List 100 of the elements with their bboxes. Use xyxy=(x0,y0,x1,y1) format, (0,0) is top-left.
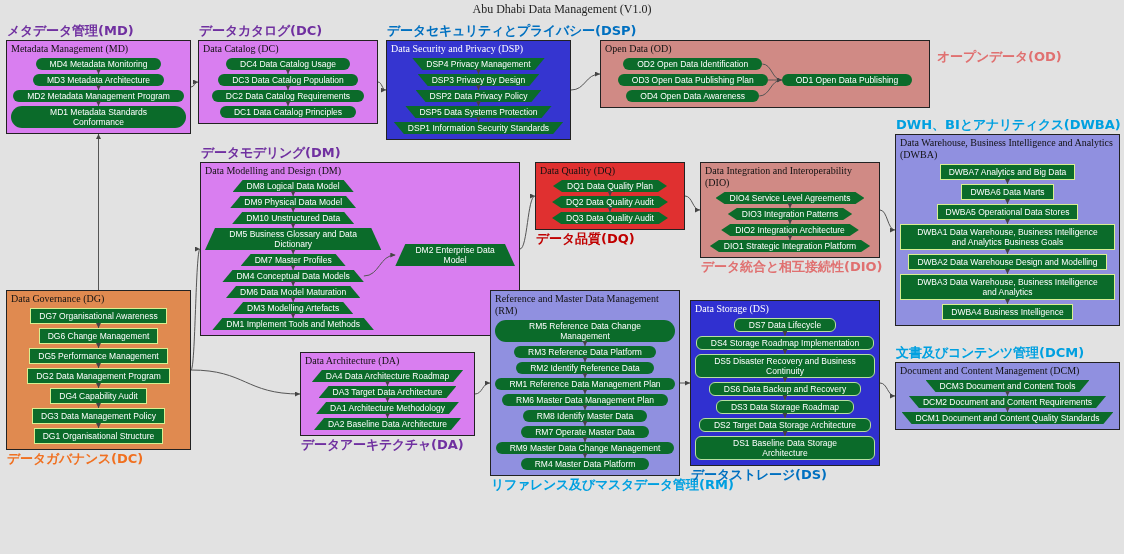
callout-label: データモデリング(DM) xyxy=(201,145,341,161)
rect-node: DG2 Data Management Program xyxy=(27,368,170,384)
parallelogram-node: DA2 Baseline Data Architecture xyxy=(313,418,462,430)
parallelogram-node: DA3 Target Data Architecture xyxy=(318,386,457,398)
group-title: Data Warehouse, Business Intelligence and Analytics (DWBA) xyxy=(900,137,1114,161)
arrow xyxy=(290,281,296,287)
arrow xyxy=(190,369,301,397)
arrow xyxy=(782,349,788,355)
rounded-node: DS5 Disaster Recovery and Business Continuity xyxy=(695,354,875,378)
inverted-trapezoid-node: DSP1 Information Security Standards xyxy=(393,122,564,134)
group-title: Open Data (OD) xyxy=(605,43,673,55)
inverted-trapezoid-node: DSP4 Privacy Management xyxy=(412,58,545,70)
trapezoid-node: DM9 Physical Data Model xyxy=(230,196,357,208)
arrow xyxy=(782,377,788,383)
arrow xyxy=(96,423,101,429)
callout-label: 文書及びコンテンツ管理(DCM) xyxy=(896,345,1085,361)
arrow xyxy=(476,69,481,75)
callout-label: メタデータ管理(MD) xyxy=(7,23,134,39)
rect-node: DG1 Organisational Structure xyxy=(33,428,164,444)
arrow xyxy=(582,373,588,379)
arrow xyxy=(782,395,788,401)
rect-node: DWBA3 Data Warehouse, Business Intelligence and Analytics xyxy=(900,274,1115,300)
parallelogram-node: DA1 Architecture Methodology xyxy=(316,402,459,414)
diagram-title: Abu Dhabi Data Management (V1.0) xyxy=(471,2,653,16)
trapezoid-node: DM1 Implement Tools and Methods xyxy=(212,318,374,330)
arrow xyxy=(879,382,896,398)
arrow xyxy=(684,195,701,212)
trapezoid-node: DM8 Logical Data Model xyxy=(232,180,354,192)
trapezoid-node: DM4 Conceptual Data Models xyxy=(222,270,364,282)
arrow xyxy=(1005,219,1010,225)
rounded-node: DS6 Data Backup and Recovery xyxy=(708,382,862,396)
trapezoid-node: DM5 Business Glossary and Data Dictionary xyxy=(205,228,382,250)
inverted-trapezoid-node: DCM3 Document and Content Tools xyxy=(925,380,1090,392)
arrow xyxy=(582,453,588,459)
group-title: Data Storage (DS) xyxy=(695,303,770,315)
arrow xyxy=(285,85,291,91)
arrow xyxy=(96,323,101,329)
arrow xyxy=(570,72,601,91)
arrow xyxy=(385,413,390,419)
rect-node: DWBA6 Data Marts xyxy=(961,184,1054,200)
arrow xyxy=(476,117,481,123)
group-title: Data Modelling and Design (DM) xyxy=(205,165,343,177)
arrow xyxy=(290,249,296,255)
arrow xyxy=(290,223,296,229)
arrow xyxy=(582,389,588,395)
arrow xyxy=(1005,269,1010,275)
rect-node: DWBA1 Data Warehouse, Business Intelligence and Analytics Business Goals xyxy=(900,224,1115,250)
arrow xyxy=(787,219,793,225)
arrow xyxy=(285,69,291,75)
rounded-node: DS2 Target Data Storage Architecture xyxy=(698,418,872,432)
arrow xyxy=(782,413,788,419)
group-title: Document and Content Management (DCM) xyxy=(900,365,1081,377)
callout-label: データカタログ(DC) xyxy=(199,23,323,39)
rect-node: DG5 Performance Management xyxy=(29,348,168,364)
arrow xyxy=(1005,407,1010,413)
arrow xyxy=(385,381,390,387)
arrow xyxy=(474,381,491,395)
arrow xyxy=(582,437,588,443)
rect-node: DWBA2 Data Warehouse Design and Modelling xyxy=(908,254,1107,270)
arrow xyxy=(96,133,101,291)
rect-node: DG4 Capability Audit xyxy=(50,388,147,404)
callout-label: データ統合と相互接続性(DIO) xyxy=(701,259,883,275)
inverted-trapezoid-node: DSP5 Data Systems Protection xyxy=(405,106,552,118)
arrow xyxy=(385,397,390,403)
arrow xyxy=(1005,299,1010,305)
arrow xyxy=(582,421,588,427)
arrow xyxy=(758,78,783,97)
arrow xyxy=(761,63,783,82)
callout-label: DWH、BIとアナリティクス(DWBA) xyxy=(896,117,1121,133)
callout-label: データ品質(DQ) xyxy=(536,231,635,247)
rounded-node: DS4 Storage Roadmap Implementation xyxy=(695,336,875,350)
arrow xyxy=(607,191,613,197)
rounded-node: DS3 Data Storage Roadmap xyxy=(715,400,855,414)
arrow xyxy=(290,191,296,197)
rounded-node: DS1 Baseline Data Storage Architecture xyxy=(695,436,875,460)
rounded-node: DS7 Data Lifecycle xyxy=(733,318,837,332)
inverted-trapezoid-node: DCM2 Document and Content Requirements xyxy=(908,396,1107,408)
arrow xyxy=(782,431,788,437)
group-title: Data Governance (DG) xyxy=(11,293,106,305)
arrow xyxy=(290,313,296,319)
rect-node: DWBA4 Business Intelligence xyxy=(942,304,1073,320)
arrow xyxy=(96,343,101,349)
arrow xyxy=(290,265,296,271)
arrow xyxy=(582,405,588,411)
arrow xyxy=(96,101,101,107)
group-title: Data Catalog (DC) xyxy=(203,43,280,55)
arrow xyxy=(290,297,296,303)
arrow xyxy=(1005,391,1010,397)
inverted-trapezoid-node: DSP2 Data Privacy Policy xyxy=(415,90,542,102)
group-title: Data Integration and Interoperability (DIO) xyxy=(705,165,853,189)
arrow xyxy=(96,383,101,389)
arrow xyxy=(476,85,481,91)
rect-node: DG6 Change Management xyxy=(38,328,159,344)
arrow xyxy=(96,403,101,409)
group-title: Metadata Management (MD) xyxy=(11,43,130,55)
trapezoid-node: DM6 Data Model Maturation xyxy=(226,286,361,298)
arrow xyxy=(190,248,201,371)
callout-label: オープンデータ(OD) xyxy=(937,49,1062,65)
rect-node: DWBA7 Analytics and Big Data xyxy=(939,164,1076,180)
arrow xyxy=(582,341,588,347)
